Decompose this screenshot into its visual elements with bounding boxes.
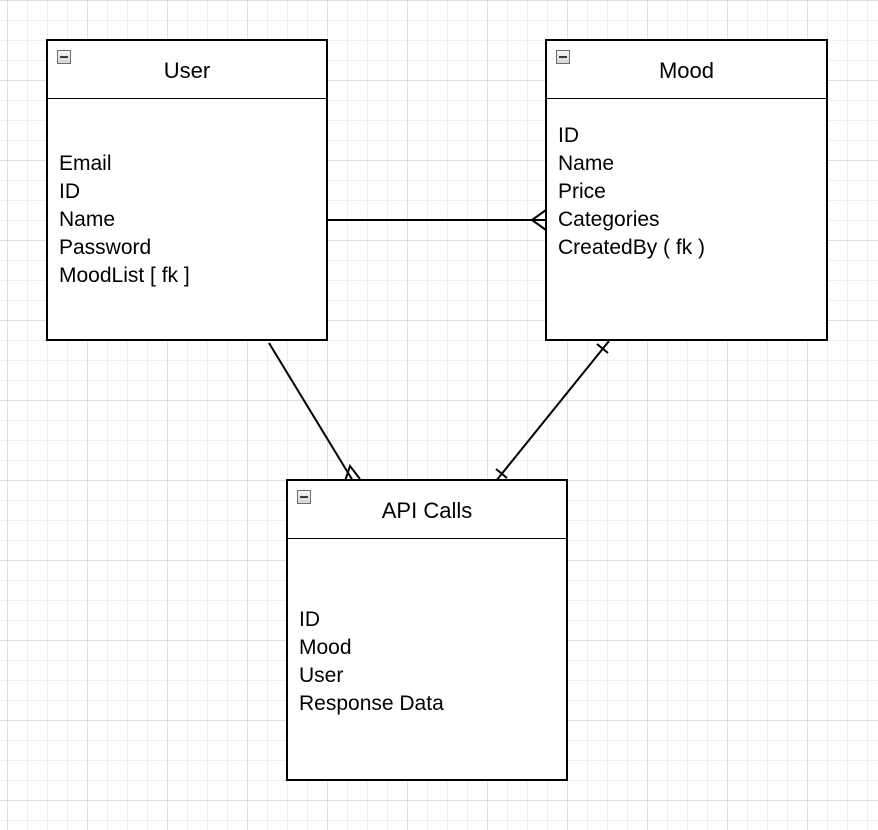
attribute-email: Email xyxy=(59,152,112,175)
attribute-mood: Mood xyxy=(299,636,352,659)
entity-mood-header[interactable]: Mood xyxy=(547,41,826,99)
connector-mood-api-line[interactable] xyxy=(495,340,610,482)
attribute-createdby: CreatedBy ( fk ) xyxy=(558,236,706,259)
attribute-price: Price xyxy=(558,180,606,203)
entity-api-calls-attributes: ID Mood User Response Data xyxy=(299,606,444,718)
entity-api-calls[interactable]: API Calls ID Mood User Response Data xyxy=(286,479,568,781)
attribute-id: ID xyxy=(59,180,80,203)
collapse-icon[interactable] xyxy=(297,490,311,504)
attribute-password: Password xyxy=(59,236,152,259)
collapse-icon[interactable] xyxy=(57,50,71,64)
crowfoot-many-mood xyxy=(530,209,547,231)
entity-user-title: User xyxy=(163,58,211,83)
tick-one-api xyxy=(495,468,508,479)
attribute-id: ID xyxy=(299,608,320,631)
entity-user-attributes: Email ID Name Password MoodList [ fk ] xyxy=(59,150,190,290)
entity-api-calls-title: API Calls xyxy=(381,498,473,523)
entity-user-header[interactable]: User xyxy=(48,41,326,99)
attribute-response-data: Response Data xyxy=(299,692,444,715)
connector-user-api[interactable] xyxy=(268,342,361,482)
entity-mood[interactable]: Mood ID Name Price Categories CreatedBy … xyxy=(545,39,828,341)
attribute-categories: Categories xyxy=(558,208,660,231)
connector-mood-api[interactable] xyxy=(495,340,610,482)
entity-api-calls-header[interactable]: API Calls xyxy=(288,481,566,539)
crowfoot-many-api xyxy=(344,463,361,482)
entity-mood-title: Mood xyxy=(658,58,715,83)
attribute-user: User xyxy=(299,664,344,687)
tick-one-mood xyxy=(596,343,609,354)
attribute-name: Name xyxy=(558,152,615,175)
entity-mood-attributes: ID Name Price Categories CreatedBy ( fk … xyxy=(558,122,705,262)
attribute-moodlist: MoodList [ fk ] xyxy=(59,264,190,287)
entity-user[interactable]: User Email ID Name Password MoodList [ f… xyxy=(46,39,328,341)
attribute-name: Name xyxy=(59,208,116,231)
collapse-icon[interactable] xyxy=(556,50,570,64)
connector-user-mood[interactable] xyxy=(327,209,547,231)
attribute-id: ID xyxy=(558,124,579,147)
connector-user-api-line[interactable] xyxy=(268,342,354,482)
